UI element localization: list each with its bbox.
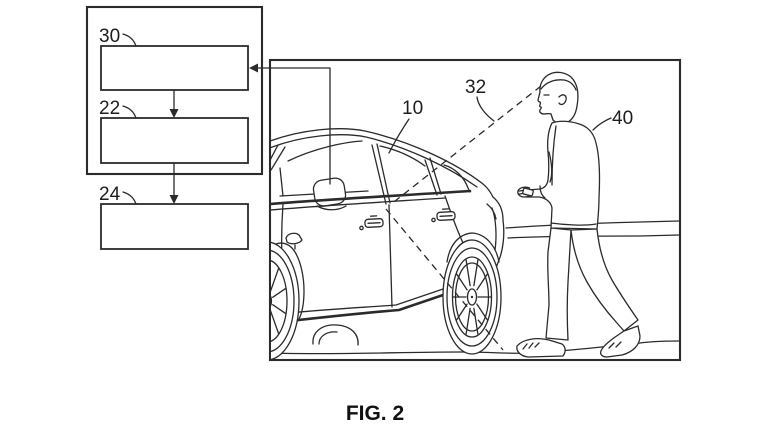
beltline xyxy=(271,189,472,206)
fender-marker xyxy=(285,232,303,245)
leader-32 xyxy=(476,96,495,122)
module-box-22 xyxy=(100,117,249,164)
person-torso xyxy=(521,120,601,230)
ref-label-30: 30 xyxy=(99,26,120,47)
back-shoe xyxy=(600,325,641,358)
person-head xyxy=(537,71,579,125)
ear xyxy=(558,94,567,106)
ref-label-10: 10 xyxy=(402,98,423,119)
module-box-24 xyxy=(100,203,249,250)
door-split xyxy=(388,204,393,308)
vehicle-drawing xyxy=(271,128,505,359)
leader-30 xyxy=(122,33,137,47)
ref-label-32: 32 xyxy=(465,77,486,98)
arrow-30-to-22 xyxy=(169,89,179,118)
rear-door-handle xyxy=(436,208,456,221)
leader-10 xyxy=(388,118,410,154)
leader-22 xyxy=(122,105,137,119)
pedestrian xyxy=(516,71,641,358)
front-shoe xyxy=(516,338,566,358)
front-door-handle xyxy=(364,215,384,228)
ref-label-40: 40 xyxy=(612,108,633,129)
sight-line-lower xyxy=(385,208,504,351)
key-fob xyxy=(522,187,534,197)
module-box-30 xyxy=(100,45,249,91)
block-diagram: 30 22 24 xyxy=(85,5,264,250)
ref-label-22: 22 xyxy=(99,98,120,119)
underbody xyxy=(312,324,359,346)
figure-caption: FIG. 2 xyxy=(346,402,404,425)
sight-line-upper xyxy=(389,85,542,206)
ref-label-24: 24 xyxy=(99,184,121,205)
arrow-22-to-24 xyxy=(169,162,179,204)
leader-40 xyxy=(592,117,612,131)
rocker-line xyxy=(288,291,451,323)
scene-frame xyxy=(268,58,682,362)
leader-24 xyxy=(122,191,137,205)
front-wheel xyxy=(271,241,300,359)
scene-content xyxy=(271,71,679,359)
sensor-to-module-arrow xyxy=(249,63,331,185)
rear-wheel xyxy=(442,239,502,355)
front-leg xyxy=(545,227,572,341)
back-leg xyxy=(570,228,639,332)
